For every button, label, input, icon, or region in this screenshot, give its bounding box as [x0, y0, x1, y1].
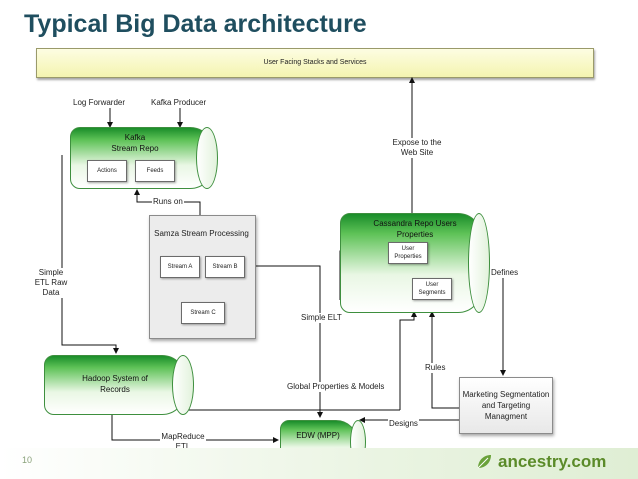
- footer-bar: [0, 448, 638, 479]
- global-models-arrow: [399, 311, 417, 410]
- rules-label: Rules: [424, 363, 447, 373]
- log-forwarder-label: Log Forwarder: [72, 98, 127, 108]
- marketing-box: Marketing Segmentation and Targeting Man…: [459, 377, 553, 434]
- hadoop-title: Hadoop System of Records: [82, 374, 148, 394]
- global-properties-label: Global Properties & Models: [286, 382, 386, 392]
- leaf-icon: [477, 455, 491, 469]
- user-facing-stacks-bar: User Facing Stacks and Services: [36, 48, 594, 78]
- logo-text: ancestry.com: [498, 452, 607, 471]
- user-segments-box: User Segments: [412, 278, 452, 300]
- mapreduce-arrow: [111, 412, 279, 443]
- hadoop-cylinder: [44, 355, 186, 415]
- actions-box: Actions: [87, 160, 127, 182]
- mapreduce-label: MapReduce ETL: [160, 432, 206, 452]
- runs-on-label: Runs on: [152, 197, 184, 207]
- simple-etl-label: Simple ETL Raw Data: [30, 268, 72, 298]
- hadoop-cylinder-end: [172, 355, 194, 415]
- simple-etl-arrow: [61, 155, 119, 354]
- feeds-box: Feeds: [135, 160, 175, 182]
- expose-label: Expose to the Web Site: [386, 138, 448, 158]
- rules-arrow: [429, 311, 459, 409]
- defines-label: Defines: [490, 268, 520, 278]
- ancestry-logo: ancestry.com: [474, 450, 610, 474]
- simple-elt-arrow: [254, 265, 323, 418]
- stream-b-box: Stream B: [205, 256, 245, 278]
- designs-label: Designs: [388, 419, 419, 429]
- cassandra-title: Cassandra Repo Users Properties: [373, 219, 457, 239]
- samza-title: Samza Stream Processing: [154, 229, 249, 238]
- stream-c-box: Stream C: [181, 302, 225, 324]
- kafka-cylinder-end: [196, 127, 218, 189]
- edw-title: EDW (MPP): [296, 431, 340, 440]
- cassandra-cylinder-end: [468, 213, 490, 313]
- page-number: 10: [22, 455, 33, 465]
- page-title: Typical Big Data architecture: [24, 10, 367, 38]
- simple-elt-label: Simple ELT: [300, 313, 343, 323]
- user-properties-box: User Properties: [388, 242, 428, 264]
- kafka-producer-label: Kafka Producer: [150, 98, 208, 108]
- stream-a-box: Stream A: [160, 256, 200, 278]
- kafka-title: Kafka Stream Repo: [111, 133, 159, 153]
